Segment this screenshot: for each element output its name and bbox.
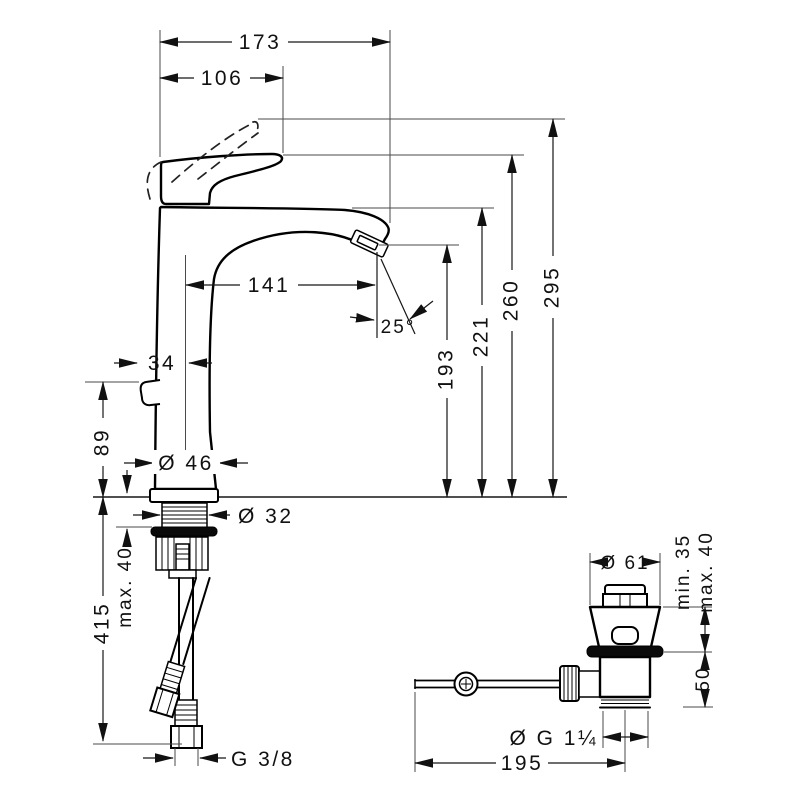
knurled-adjuster — [559, 665, 601, 702]
dim-spout-reach-label: 141 — [248, 274, 291, 297]
waste-flange — [586, 645, 664, 658]
dim-waste-deck-max-label: max. 40 — [696, 531, 717, 613]
dim-shank-diameter-label: Ø 32 — [238, 505, 294, 528]
dim-deck-max-label: max. 40 — [115, 546, 136, 628]
popup-waste-assembly — [414, 584, 664, 709]
dim-aerator-angle: 25° — [349, 252, 434, 338]
extension-lines — [85, 30, 713, 772]
dim-stop-offset-label: 34 — [148, 352, 176, 375]
faucet-silhouette — [93, 120, 567, 749]
dim-stop-height-label: 89 — [91, 428, 114, 456]
dim-overall-projection-label: 173 — [239, 31, 282, 54]
supply-hose-angled — [149, 576, 211, 719]
dimension-lines: 173 106 141 25° 193 221 260 295 — [91, 31, 717, 775]
dim-flange-diameter-label: Ø 61 — [600, 553, 649, 574]
supply-hose-vertical — [170, 577, 203, 749]
dim-height-max-label: 295 — [541, 266, 564, 309]
seal-ring — [150, 526, 218, 537]
dim-rod-length-label: 195 — [501, 752, 544, 775]
waste-plug — [602, 584, 648, 608]
aerator — [349, 229, 389, 258]
dim-aerator-angle-label: 25° — [381, 317, 416, 338]
dim-height-lever-label: 260 — [500, 279, 523, 322]
faucet-body-outline — [153, 205, 390, 491]
dim-waste-deck-min-label: min. 35 — [673, 534, 694, 610]
stop-hook — [139, 379, 161, 407]
dim-hose-thread-label: G 3/8 — [231, 748, 295, 771]
waste-thread-lines — [601, 699, 649, 704]
mounting-nut — [155, 536, 209, 579]
waste-body — [598, 655, 652, 699]
threaded-shank — [161, 502, 208, 529]
rod-pivot-joint — [453, 671, 479, 697]
dim-height-aerator-label: 193 — [435, 348, 458, 391]
dim-waste-depth-label: 50 — [693, 666, 714, 691]
dim-handle-projection-label: 106 — [201, 67, 244, 90]
lever-handle — [159, 152, 284, 206]
overflow-slot — [611, 626, 639, 645]
dim-height-spout-label: 221 — [470, 315, 493, 358]
dim-hose-length-label: 415 — [91, 602, 114, 645]
dim-base-diameter-label: Ø 46 — [158, 452, 214, 475]
lever-raised-dashed — [146, 120, 259, 200]
escutcheon — [149, 488, 219, 503]
dim-waste-thread-label: Ø G 1¼ — [509, 727, 598, 750]
